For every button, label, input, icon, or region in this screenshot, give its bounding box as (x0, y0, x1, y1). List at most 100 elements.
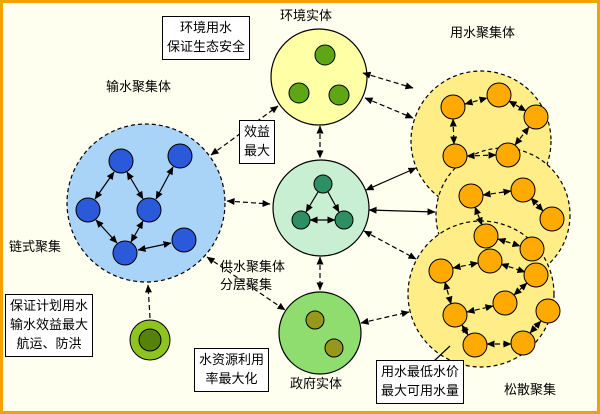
chain-aggregation-label: 链式聚集 (9, 239, 62, 254)
agent-node (288, 82, 310, 104)
environment-agent-nodes (288, 44, 350, 106)
agent-node (75, 197, 101, 223)
agent-node (473, 223, 499, 249)
agent-node (171, 227, 197, 253)
agent-node (305, 310, 325, 330)
agent-node (167, 143, 193, 169)
water-use-aggregate-label: 用水聚集体 (450, 25, 516, 40)
callout-line: 率最大化 (205, 370, 258, 386)
agent-node (535, 298, 561, 324)
arrow (126, 171, 144, 200)
agent-node (462, 332, 488, 358)
arrow (464, 96, 488, 106)
callout-line: 航运、防洪 (16, 335, 82, 351)
arrow (529, 320, 542, 334)
agent-node (442, 143, 468, 169)
arrow (449, 118, 458, 145)
arrow (514, 126, 530, 146)
agent-node (477, 248, 503, 274)
supply-aggregate-label: 供水聚集体 分层聚集 (220, 258, 285, 293)
agent-node (442, 302, 468, 328)
arrow (474, 206, 483, 226)
use-agent-nodes (428, 82, 565, 358)
arrow (94, 171, 115, 200)
supply-use-link-2 (368, 206, 436, 216)
arrow (305, 191, 319, 213)
loose-aggregation-label: 松散聚集 (504, 382, 557, 397)
agent-node (486, 82, 512, 108)
callout-line: 保证生态安全 (167, 38, 246, 54)
agent-node (539, 206, 565, 232)
arrow (130, 220, 144, 243)
benefit-goal-box: 效益 最大 (239, 120, 276, 164)
agent-inner-core (138, 328, 162, 352)
arrow (508, 100, 527, 112)
agent-node (523, 262, 549, 288)
layered-aggregation-label: 分层聚集 (220, 276, 273, 292)
environment-entity-circle (270, 28, 368, 126)
arrow (452, 261, 479, 270)
arrow (500, 263, 526, 273)
supply-agent-nodes (291, 174, 354, 230)
government-entity-label: 政府实体 (290, 376, 343, 391)
arrow (443, 281, 453, 305)
agent-node (510, 330, 536, 356)
agent-node (136, 197, 162, 223)
transfer-goal-box: 保证计划用水 输水效益最大 航运、防洪 (5, 294, 94, 357)
use-goal-box: 用水最低水价 最大可用水量 (376, 360, 465, 404)
agent-node (428, 258, 454, 284)
government-entity-circle (278, 291, 362, 375)
transfer-agent-nodes (75, 143, 197, 266)
use-goal-callout-line (433, 345, 451, 362)
agent-node (510, 177, 536, 203)
callout-line: 输水效益最大 (10, 316, 89, 332)
agent-node (458, 183, 484, 209)
arrow (466, 151, 497, 160)
government-use-link (360, 310, 410, 325)
callout-line: 最大 (244, 142, 271, 158)
callout-line: 环境用水 (180, 20, 233, 35)
resource-goal-box: 水资源利用 率最大化 (194, 348, 270, 392)
agent-node (334, 210, 354, 230)
agent-node (324, 338, 344, 358)
callout-line: 效益 (244, 124, 271, 139)
arrow (482, 188, 512, 198)
agent-transfer-link (144, 284, 152, 319)
agent-node (112, 240, 138, 266)
supply-use-link-3 (363, 230, 417, 260)
arrow (137, 241, 172, 252)
agent-node (523, 104, 549, 130)
transfer-aggregate-label: 输水聚集体 (106, 79, 172, 94)
transfer-internal-links (94, 166, 174, 252)
supply-aggregate-title: 供水聚集体 (220, 259, 286, 274)
supply-internal-links (305, 191, 340, 224)
env-use-link-1 (362, 71, 414, 90)
arrow (327, 191, 340, 213)
environment-entity-label: 环境实体 (280, 8, 333, 23)
government-agent-nodes (305, 310, 344, 358)
arrow (155, 166, 174, 200)
callout-line: 最大可用水量 (381, 382, 460, 398)
arrow (530, 197, 544, 212)
callout-line: 保证计划用水 (10, 298, 89, 313)
agent-node (492, 290, 518, 316)
agent-node (313, 174, 333, 194)
arrow (513, 282, 528, 296)
arrow (95, 219, 118, 244)
arrow (461, 324, 469, 336)
agent-node (108, 148, 134, 174)
agent-node (328, 84, 350, 106)
callout-line: 用水最低水价 (381, 364, 460, 379)
single-agent (129, 319, 171, 361)
arrow (497, 237, 521, 248)
diagram-graphics (66, 28, 571, 375)
agent-node (519, 236, 545, 262)
agent-node (314, 44, 336, 66)
agent-node (440, 94, 466, 120)
supply-aggregate-circle (272, 159, 370, 257)
env-use-link-2 (364, 97, 414, 119)
environment-goal-box: 环境用水 保证生态安全 (162, 16, 251, 60)
agent-node (291, 210, 311, 230)
arrow (466, 304, 494, 314)
